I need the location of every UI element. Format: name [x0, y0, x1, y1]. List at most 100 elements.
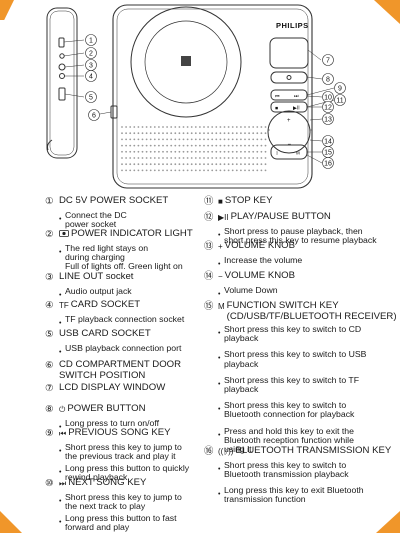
- grille-hole: [260, 138, 263, 141]
- grille-hole: [182, 138, 185, 141]
- grille-hole: [129, 150, 132, 153]
- bullet-icon: •: [59, 497, 62, 505]
- grille-hole: [194, 157, 197, 159]
- bullet-icon: •: [59, 319, 62, 327]
- grille-hole: [215, 132, 218, 135]
- grille-hole: [141, 150, 144, 153]
- legend-description: •Long press this button to fast forward …: [59, 512, 177, 533]
- grille-hole: [178, 138, 181, 141]
- grille-hole: [199, 144, 201, 147]
- grille-hole: [178, 163, 181, 166]
- grille-hole: [244, 169, 246, 172]
- grille-hole: [121, 132, 123, 135]
- legend-description: •USB playback connection port: [59, 342, 182, 356]
- grille-hole: [190, 169, 193, 172]
- legend-title-text: CARD SOCKET: [70, 299, 141, 310]
- grille-hole: [223, 126, 226, 128]
- grille-hole: [223, 169, 226, 172]
- callout-number: 16: [324, 160, 332, 167]
- legend-description: •Increase the volume: [218, 254, 303, 268]
- grille-hole: [199, 138, 201, 141]
- grille-hole: [219, 144, 222, 147]
- grille-hole: [227, 132, 230, 135]
- legend-entry: ⑩⏭NEXT SONG KEY•Short press this key to …: [45, 477, 230, 533]
- grille-hole: [256, 144, 259, 147]
- grille-hole: [125, 138, 127, 141]
- grille-hole: [166, 169, 169, 172]
- grille-hole: [264, 169, 267, 172]
- grille-hole: [231, 138, 234, 141]
- grille-hole: [153, 138, 156, 141]
- grille-hole: [137, 132, 140, 135]
- legend-title-text: POWER BUTTON: [67, 403, 146, 414]
- grille-hole: [248, 138, 251, 141]
- callout-circle: [85, 47, 97, 59]
- legend-entry: ⑯((ᛒ))BLUETOOTH TRANSMISSION KEY•Short p…: [204, 445, 398, 504]
- callout-circle: [334, 82, 346, 94]
- grille-hole: [170, 157, 173, 159]
- grille-hole: [248, 126, 251, 128]
- grille-hole: [149, 169, 152, 172]
- grille-hole: [137, 144, 140, 147]
- grille-hole: [145, 126, 148, 128]
- grille-hole: [256, 169, 259, 172]
- grille-hole: [153, 144, 156, 147]
- legend-number: ⑬: [204, 240, 214, 251]
- grille-hole: [211, 144, 214, 147]
- grille-hole: [145, 132, 148, 135]
- grille-hole: [260, 132, 263, 135]
- grille-hole: [235, 150, 238, 153]
- grille-hole: [223, 163, 226, 166]
- callout-number: 3: [89, 62, 93, 69]
- grille-hole: [166, 157, 169, 159]
- grille-hole: [166, 144, 169, 147]
- grille-hole: [137, 126, 140, 128]
- grille-hole: [260, 126, 263, 128]
- grille-hole: [256, 138, 259, 141]
- legend-title: ⑬+VOLUME KNOB: [204, 240, 398, 253]
- callout-circle: [85, 34, 97, 46]
- legend-description: •Press and hold this key to exit the Blu…: [218, 425, 354, 455]
- legend-number: ⑨: [45, 427, 54, 438]
- grille-hole: [162, 150, 164, 153]
- legend-number: ⑫: [204, 211, 214, 222]
- grille-hole: [203, 132, 205, 135]
- grille-hole: [235, 132, 238, 135]
- grille-hole: [186, 138, 189, 141]
- legend-number: ⑥: [45, 359, 54, 370]
- legend-title-text: LCD DISPLAY WINDOW: [59, 382, 166, 393]
- grille-hole: [248, 150, 251, 153]
- grille-hole: [149, 132, 152, 135]
- bullet-icon: •: [59, 248, 62, 256]
- legend-number: ⑭: [204, 270, 214, 281]
- grille-hole: [145, 138, 148, 141]
- grille-hole: [207, 144, 210, 147]
- grille-hole: [244, 144, 246, 147]
- legend-title-text: PREVIOUS SONG KEY: [68, 427, 171, 438]
- legend-title-text: FUNCTION SWITCH KEY (CD/USB/TF/BLUETOOTH…: [226, 300, 397, 322]
- grille-hole: [194, 163, 197, 166]
- previous-song-icon: ⏮: [59, 429, 67, 438]
- grille-hole: [162, 126, 164, 128]
- panel-prev-icon: ⏮: [275, 94, 280, 100]
- grille-hole: [199, 132, 201, 135]
- grille-hole: [129, 144, 132, 147]
- grille-hole: [186, 132, 189, 135]
- grille-hole: [133, 150, 136, 153]
- grille-hole: [240, 132, 242, 135]
- legend-description: •Connect the DC power socket: [59, 209, 127, 229]
- grille-hole: [178, 126, 181, 128]
- grille-hole: [215, 126, 218, 128]
- bullet-icon: •: [218, 431, 221, 439]
- side-view: [46, 7, 78, 159]
- legend-number: ②: [45, 228, 54, 239]
- grille-hole: [121, 163, 123, 166]
- grille-hole: [194, 150, 197, 153]
- grille-hole: [231, 126, 234, 128]
- legend-description: •Short press this key to jump to the nex…: [59, 491, 182, 511]
- legend-description: •The red light stays on during charging …: [59, 242, 183, 271]
